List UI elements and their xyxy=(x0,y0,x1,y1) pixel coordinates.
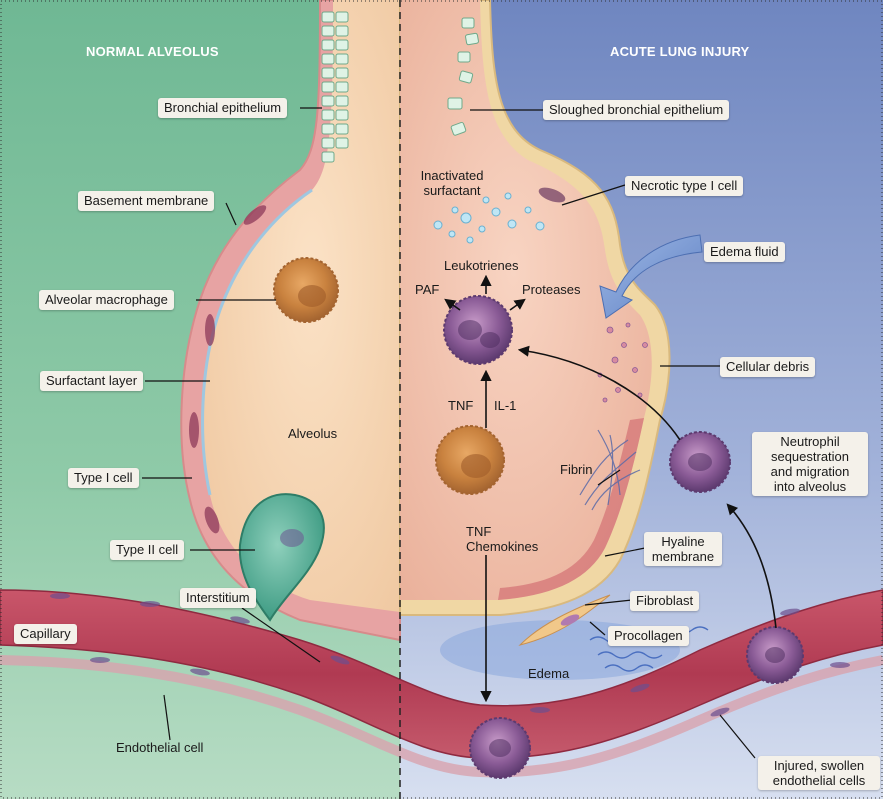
label-endothelial-cell: Endothelial cell xyxy=(116,740,203,755)
label-type-i-cell: Type I cell xyxy=(68,468,139,488)
label-paf: PAF xyxy=(415,282,439,297)
label-inactivated-surfactant-line-1: Inactivated xyxy=(421,168,484,183)
label-hyaline-line-2: membrane xyxy=(652,549,714,564)
label-injured-endothelial-cells: Injured, swollen endothelial cells xyxy=(758,756,880,790)
label-cellular-debris: Cellular debris xyxy=(720,357,815,377)
label-neutrophil-line-2: sequestration xyxy=(771,449,849,464)
label-neutrophil-line-4: into alveolus xyxy=(774,479,846,494)
label-type-ii-cell: Type II cell xyxy=(110,540,184,560)
label-injured-line-2: endothelial cells xyxy=(773,773,866,788)
label-inactivated-surfactant: Inactivated surfactant xyxy=(410,168,494,198)
label-edema: Edema xyxy=(528,666,569,681)
label-inactivated-surfactant-line-2: surfactant xyxy=(423,183,480,198)
label-neutrophil-line-3: and migration xyxy=(771,464,850,479)
label-neutrophil-line-1: Neutrophil xyxy=(780,434,839,449)
label-sloughed-bronchial-epithelium: Sloughed bronchial epithelium xyxy=(543,100,729,120)
label-edema-fluid: Edema fluid xyxy=(704,242,785,262)
label-procollagen: Procollagen xyxy=(608,626,689,646)
label-alveolar-macrophage: Alveolar macrophage xyxy=(39,290,174,310)
header-acute-lung-injury: ACUTE LUNG INJURY xyxy=(610,44,749,59)
label-proteases: Proteases xyxy=(522,282,581,297)
label-hyaline-line-1: Hyaline xyxy=(661,534,704,549)
label-fibroblast: Fibroblast xyxy=(630,591,699,611)
label-tnf-bottom: TNF xyxy=(466,524,491,539)
label-il-1: IL-1 xyxy=(494,398,516,413)
label-injured-line-1: Injured, swollen xyxy=(774,758,864,773)
label-necrotic-type-i-cell: Necrotic type I cell xyxy=(625,176,743,196)
label-tnf-chemokines: TNF Chemokines xyxy=(466,524,576,554)
label-fibrin: Fibrin xyxy=(560,462,593,477)
header-normal-alveolus: NORMAL ALVEOLUS xyxy=(86,44,219,59)
label-capillary: Capillary xyxy=(14,624,77,644)
label-leukotrienes: Leukotrienes xyxy=(444,258,518,273)
label-basement-membrane: Basement membrane xyxy=(78,191,214,211)
label-interstitium: Interstitium xyxy=(180,588,256,608)
label-alveolus: Alveolus xyxy=(288,426,337,441)
label-tnf-top: TNF xyxy=(448,398,473,413)
label-surfactant-layer: Surfactant layer xyxy=(40,371,143,391)
label-hyaline-membrane: Hyaline membrane xyxy=(644,532,722,566)
label-neutrophil-sequestration: Neutrophil sequestration and migration i… xyxy=(752,432,868,496)
label-bronchial-epithelium: Bronchial epithelium xyxy=(158,98,287,118)
label-chemokines: Chemokines xyxy=(466,539,538,554)
